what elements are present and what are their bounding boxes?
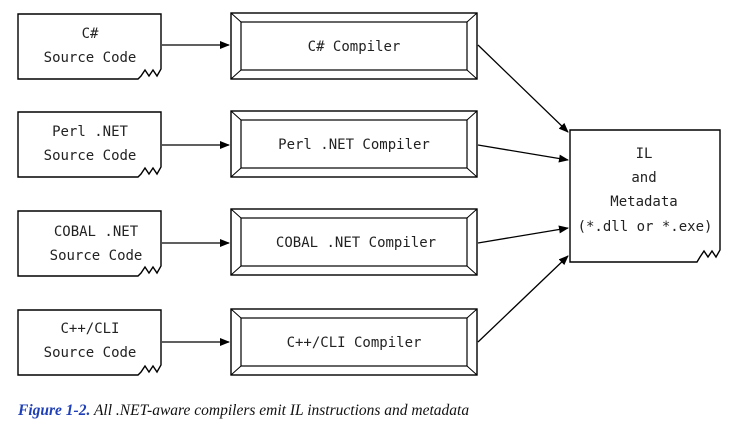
compiler-box-cobal: COBAL .NET Compiler <box>230 208 478 276</box>
output-line3: Metadata <box>610 194 677 210</box>
source-line1: Perl .NET <box>52 124 128 140</box>
output-line2: and <box>631 170 656 186</box>
source-line2: Source Code <box>44 50 137 66</box>
compiler-label: COBAL .NET Compiler <box>276 235 436 251</box>
output-line4: (*.dll or *.exe) <box>578 219 713 235</box>
figure-caption-text: All .NET-aware compilers emit IL instruc… <box>93 402 470 419</box>
arrow-compiler-to-output <box>477 225 569 244</box>
source-doc-cobal: COBAL .NET Source Code <box>17 210 162 277</box>
compiler-label: Perl .NET Compiler <box>278 137 430 153</box>
arrow-compiler-to-output <box>477 44 569 133</box>
compiler-box-perl: Perl .NET Compiler <box>230 110 478 178</box>
source-doc-csharp: C# Source Code <box>17 13 162 80</box>
output-line1: IL <box>636 146 653 162</box>
source-line2: Source Code <box>44 148 137 164</box>
source-line2: Source Code <box>44 345 137 361</box>
compiler-box-csharp: C# Compiler <box>230 12 478 80</box>
source-line2: Source Code <box>50 248 143 264</box>
source-line1: COBAL .NET <box>54 224 139 240</box>
figure-number: Figure 1-2. <box>18 402 91 419</box>
output-doc: IL and Metadata (*.dll or *.exe) <box>569 129 721 263</box>
source-line1: C# <box>82 26 99 42</box>
arrow-compiler-to-output <box>477 144 569 163</box>
compiler-label: C++/CLI Compiler <box>287 335 422 351</box>
arrow-compiler-to-output <box>477 255 569 343</box>
compiler-label: C# Compiler <box>308 39 401 55</box>
source-doc-perl: Perl .NET Source Code <box>17 111 162 178</box>
figure-caption: Figure 1-2. All .NET-aware compilers emi… <box>18 402 469 420</box>
compiler-box-cpp: C++/CLI Compiler <box>230 308 478 376</box>
source-doc-cpp: C++/CLI Source Code <box>17 309 162 376</box>
source-line1: C++/CLI <box>60 321 119 337</box>
